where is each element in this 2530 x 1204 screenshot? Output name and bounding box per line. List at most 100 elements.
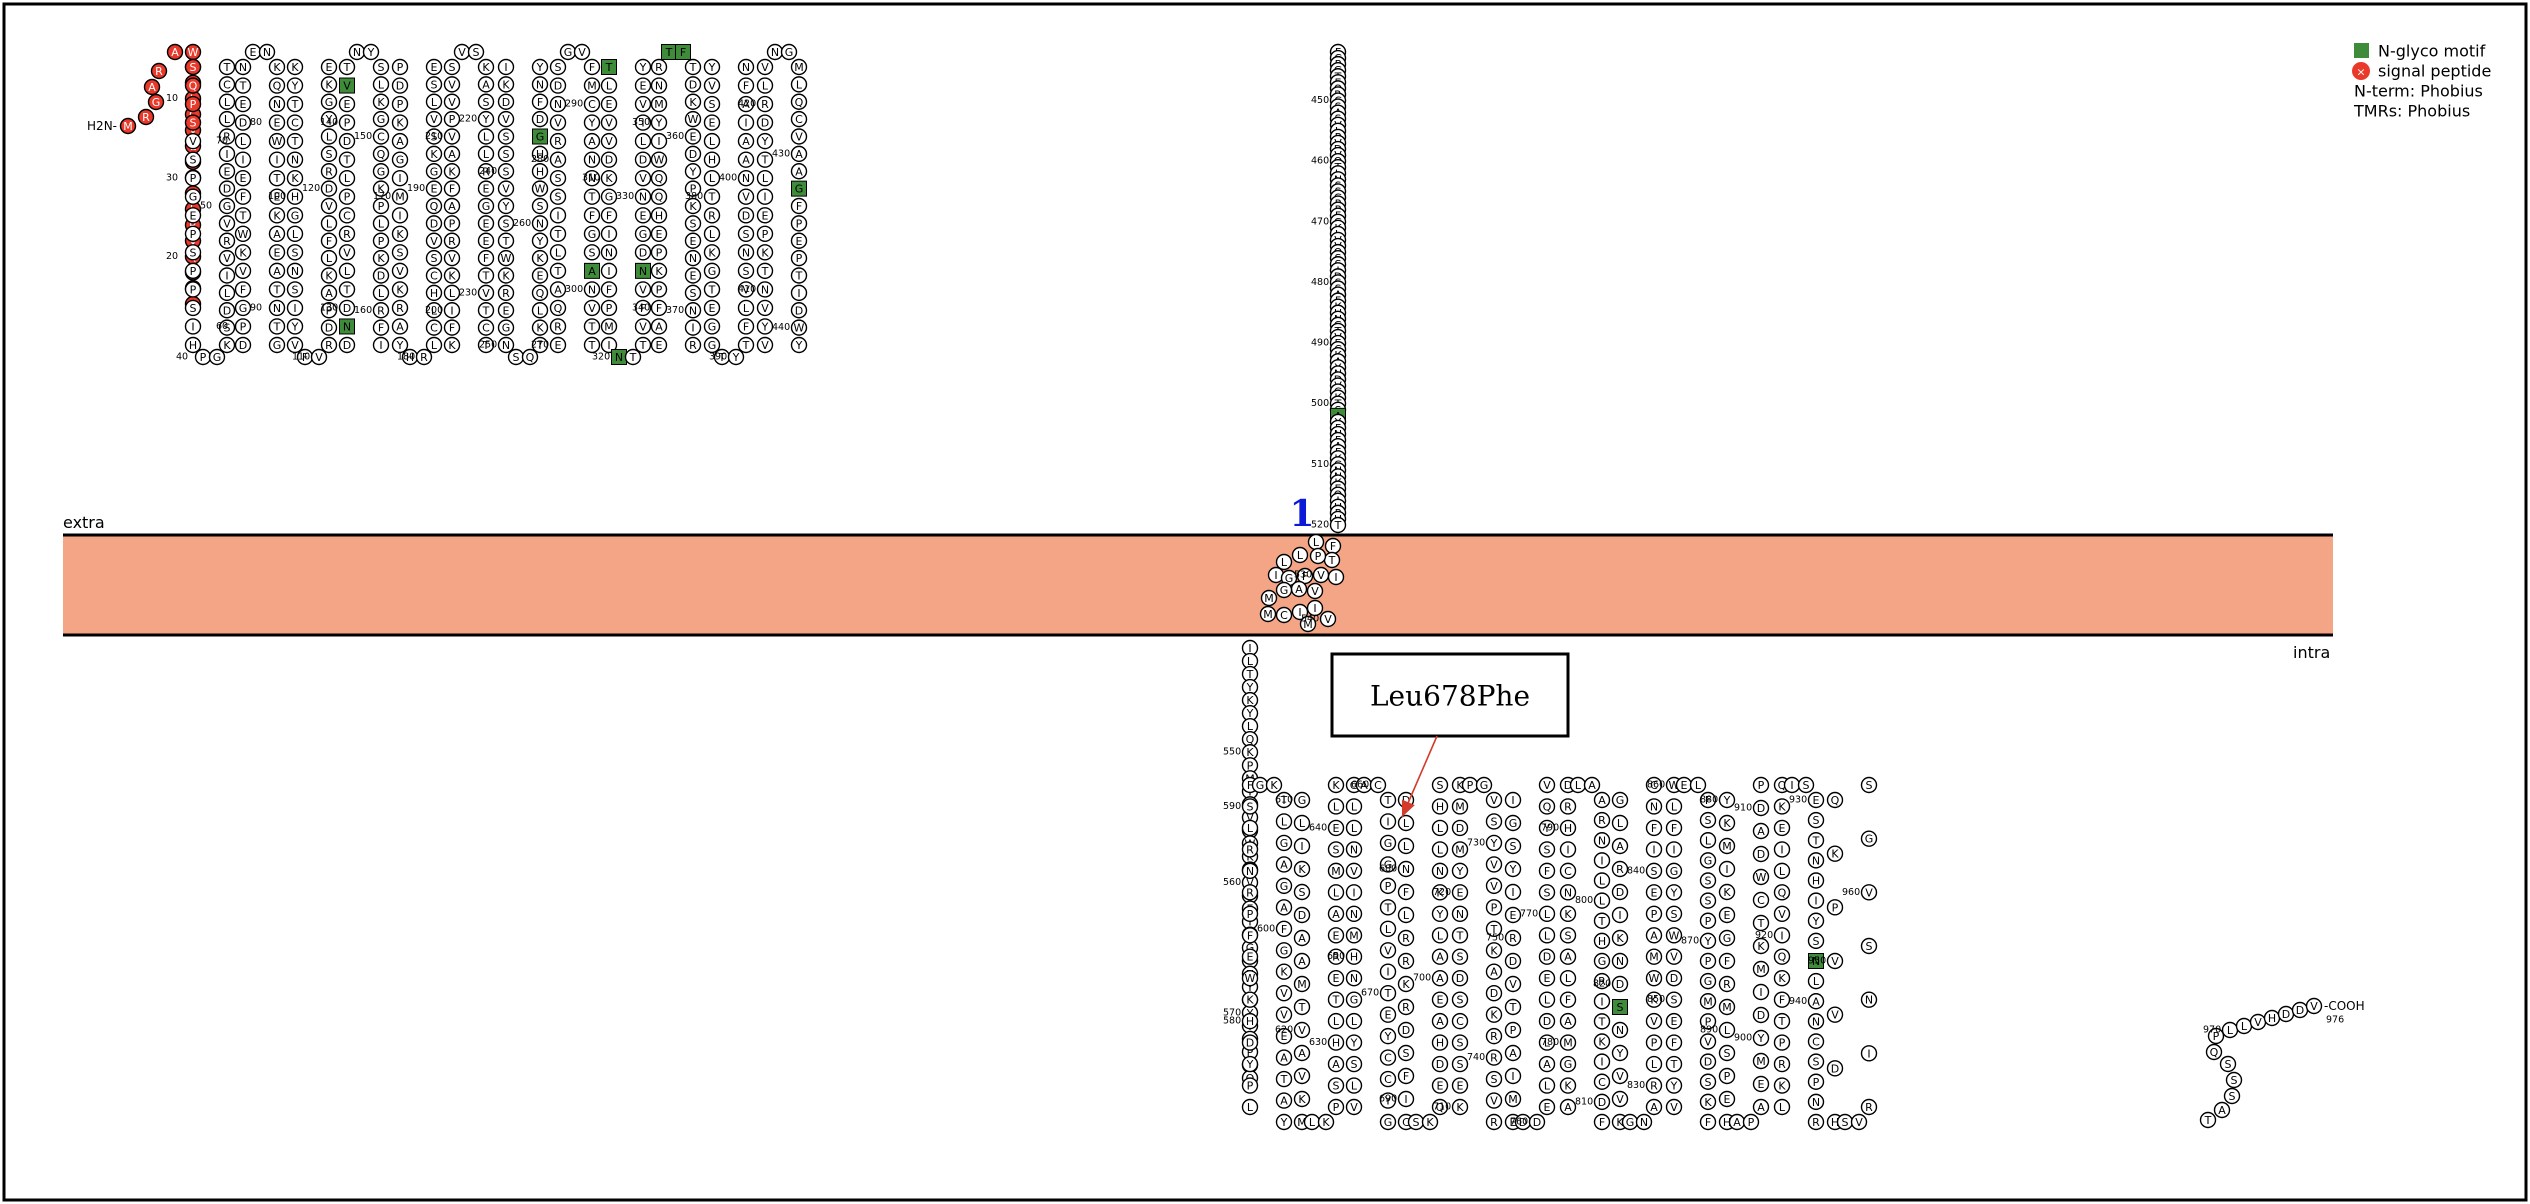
residue-245: W — [497, 249, 515, 267]
residue-114-marker — [320, 284, 338, 302]
residue-number-730: 730 — [1467, 837, 1485, 848]
residue-38-letter: I — [191, 320, 194, 333]
residue-183-marker — [425, 302, 443, 319]
residue-577-letter: P — [1247, 1080, 1254, 1093]
residue-189-letter: Q — [430, 200, 439, 213]
residue-751: D — [1504, 952, 1522, 970]
residue-164-letter: D — [396, 80, 404, 93]
residue-63: V — [234, 262, 252, 280]
residue-924: I — [1773, 841, 1791, 858]
residue-715: S — [1451, 991, 1469, 1008]
residue-110-marker — [310, 348, 328, 366]
residue-588: R — [1241, 841, 1259, 858]
residue-91: T — [268, 318, 286, 335]
residue-890-letter: L — [1724, 1024, 1731, 1037]
residue-353: R — [650, 58, 668, 76]
residue-184-marker — [425, 284, 443, 302]
residue-973: H — [2263, 1009, 2281, 1027]
residue-533: A — [1290, 580, 1308, 598]
residue-361-letter: D — [689, 148, 697, 161]
residue-920: I — [1773, 927, 1791, 944]
residue-83-letter: T — [273, 172, 281, 185]
residue-84-letter: E — [274, 191, 281, 204]
residue-403-letter: I — [744, 117, 747, 130]
residue-650-letter: H — [1350, 951, 1358, 964]
residue-643-letter: V — [1350, 1101, 1358, 1114]
residue-3: G — [147, 93, 165, 111]
residue-949-letter: P — [1832, 901, 1839, 914]
residue-407: V — [756, 336, 774, 354]
residue-413-letter: P — [762, 228, 769, 241]
residue-963: T — [2199, 1111, 2217, 1129]
residue-274: T — [549, 262, 567, 280]
residue-825-letter: V — [1616, 1093, 1624, 1106]
residue-243-letter: S — [503, 217, 510, 230]
residue-249-letter: G — [502, 322, 511, 335]
residue-74-letter: N — [239, 61, 247, 74]
residue-309: D — [600, 151, 618, 168]
residue-7-letter: W — [188, 46, 199, 59]
residue-320-letter: N — [615, 351, 623, 364]
residue-390: Y — [727, 348, 745, 366]
residue-number-850: 850 — [1647, 994, 1665, 1005]
residue-731-letter: V — [1490, 858, 1498, 871]
residue-642-letter: K — [1332, 779, 1340, 792]
residue-772-letter: F — [1544, 865, 1550, 878]
residue-99-letter: K — [291, 172, 299, 185]
residue-148: K — [372, 93, 390, 110]
residue-866-letter: G — [1704, 854, 1713, 867]
residue-833: V — [1645, 1012, 1663, 1030]
residue-119-marker — [320, 197, 338, 215]
residue-233: T — [477, 336, 495, 354]
residue-142: V — [339, 77, 355, 94]
residue-111-letter: R — [325, 339, 333, 352]
residue-838-letter: P — [1651, 908, 1658, 921]
residue-381-letter: R — [708, 209, 716, 222]
residue-309-letter: D — [605, 154, 613, 167]
residue-931-letter: S — [1813, 814, 1820, 827]
residue-384-letter: G — [708, 265, 717, 278]
residue-79-letter: N — [273, 98, 281, 111]
residue-520-letter: T — [1334, 519, 1342, 532]
residue-number-750: 750 — [1486, 933, 1504, 944]
residue-287: V — [573, 43, 591, 61]
residue-897-letter: A — [1757, 1101, 1765, 1114]
residue-755-letter: A — [1509, 1047, 1517, 1060]
residue-397-letter: S — [743, 228, 750, 241]
residue-790: H — [1559, 819, 1577, 837]
residue-328-letter: G — [639, 228, 648, 241]
residue-91-letter: T — [273, 320, 281, 333]
residue-140-letter: P — [344, 117, 351, 130]
residue-18-letter: R — [189, 219, 197, 232]
residue-193-marker — [425, 128, 443, 145]
residue-660-letter: C — [1374, 779, 1382, 792]
residue-55-marker — [218, 110, 236, 128]
residue-5-marker — [150, 62, 168, 80]
residue-763: A — [1538, 1055, 1556, 1073]
residue-231-marker — [477, 302, 495, 319]
residue-220-letter: Y — [482, 113, 490, 126]
residue-131: T — [338, 281, 356, 298]
residue-307: V — [600, 114, 618, 131]
residue-895: A — [1728, 1113, 1746, 1131]
residue-38-marker — [184, 318, 202, 335]
residue-859-letter: L — [1671, 800, 1678, 813]
residue-number-940: 940 — [1789, 996, 1807, 1007]
residue-965: S — [2223, 1087, 2241, 1105]
residue-107-letter: Y — [291, 320, 299, 333]
residue-440: W — [790, 319, 808, 336]
residue-194-marker — [425, 110, 443, 128]
residue-152-marker — [372, 163, 390, 180]
residue-831: L — [1645, 1055, 1663, 1073]
residue-688: S — [1397, 1044, 1415, 1062]
residue-822-letter: N — [1616, 1024, 1624, 1037]
residue-257-letter: E — [537, 270, 544, 283]
residue-40-letter: P — [200, 351, 207, 364]
residue-69-marker — [234, 151, 252, 168]
residue-966: S — [2225, 1071, 2243, 1089]
residue-876-letter: D — [1704, 1056, 1712, 1069]
residue-5: R — [150, 62, 168, 80]
residue-825: V — [1611, 1090, 1629, 1108]
residue-number-90: 90 — [250, 302, 262, 313]
residue-number-530: 530 — [1294, 570, 1312, 581]
